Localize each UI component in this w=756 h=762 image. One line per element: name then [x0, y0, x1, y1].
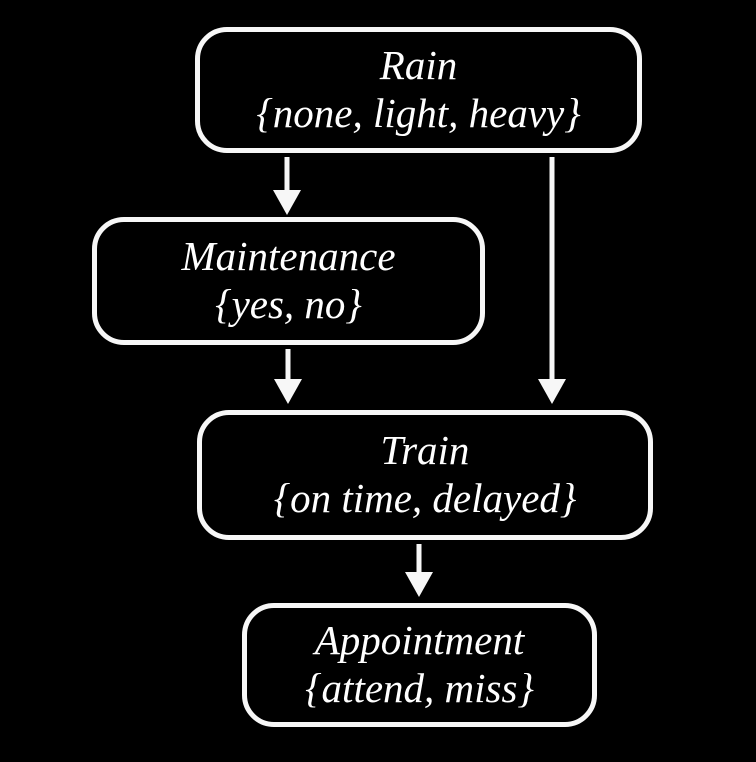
node-rain-values: {none, light, heavy}: [256, 90, 581, 136]
node-appointment-values: {attend, miss}: [305, 665, 534, 711]
node-maintenance-label: Maintenance: [181, 233, 396, 280]
node-appointment-label: Appointment: [314, 617, 525, 664]
node-maintenance: Maintenance {yes, no}: [92, 217, 485, 345]
node-maintenance-values: {yes, no}: [215, 281, 362, 327]
node-train-values: {on time, delayed}: [273, 475, 577, 521]
node-rain-label: Rain: [379, 42, 458, 89]
edge-train-to-appointment-arrow: [405, 544, 433, 597]
edge-maintenance-to-train-arrow: [274, 349, 302, 404]
node-train: Train {on time, delayed}: [197, 410, 653, 540]
node-train-label: Train: [380, 427, 470, 474]
edge-rain-to-train-arrow: [538, 157, 566, 404]
edge-rain-to-maintenance-arrow: [273, 157, 301, 215]
node-appointment: Appointment {attend, miss}: [242, 603, 597, 727]
node-rain: Rain {none, light, heavy}: [195, 27, 642, 153]
